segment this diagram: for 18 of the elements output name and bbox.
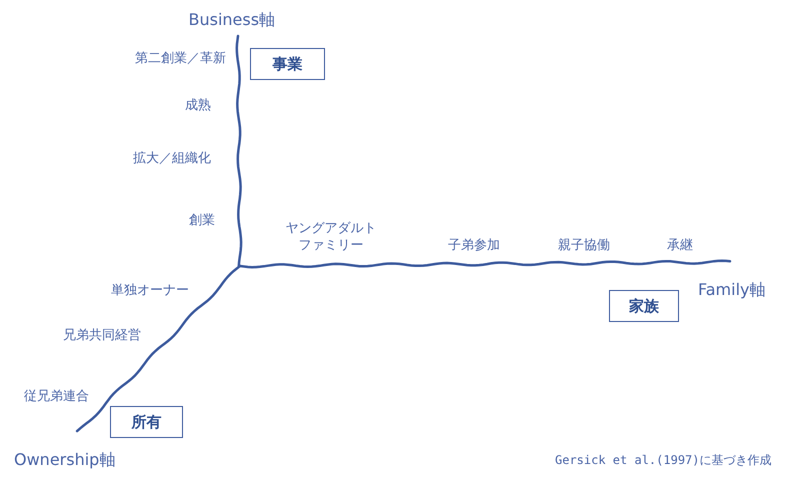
- stage-label: ヤングアダルトファミリー: [285, 220, 377, 254]
- source-note: Gersick et al.(1997)に基づき作成: [555, 452, 772, 469]
- label-box: 家族: [609, 290, 679, 322]
- stage-label: 子弟参加: [448, 237, 500, 254]
- stage-label: 成熟: [185, 97, 211, 114]
- stage-label: 創業: [189, 212, 215, 229]
- stage-label: 従兄弟連合: [24, 388, 89, 405]
- label-box: 事業: [250, 48, 325, 80]
- label-box: 所有: [110, 406, 183, 438]
- stage-label: 第二創業／革新: [135, 50, 226, 67]
- axis-title: Family軸: [698, 280, 766, 300]
- axis-title: Business軸: [188, 10, 276, 30]
- stage-label: 親子協働: [558, 237, 610, 254]
- axis-title: Ownership軸: [14, 450, 116, 470]
- stage-label: 拡大／組織化: [133, 150, 211, 167]
- stage-label: 承継: [667, 237, 693, 254]
- stage-label: 兄弟共同経営: [63, 327, 141, 344]
- stage-label: 単独オーナー: [111, 282, 189, 299]
